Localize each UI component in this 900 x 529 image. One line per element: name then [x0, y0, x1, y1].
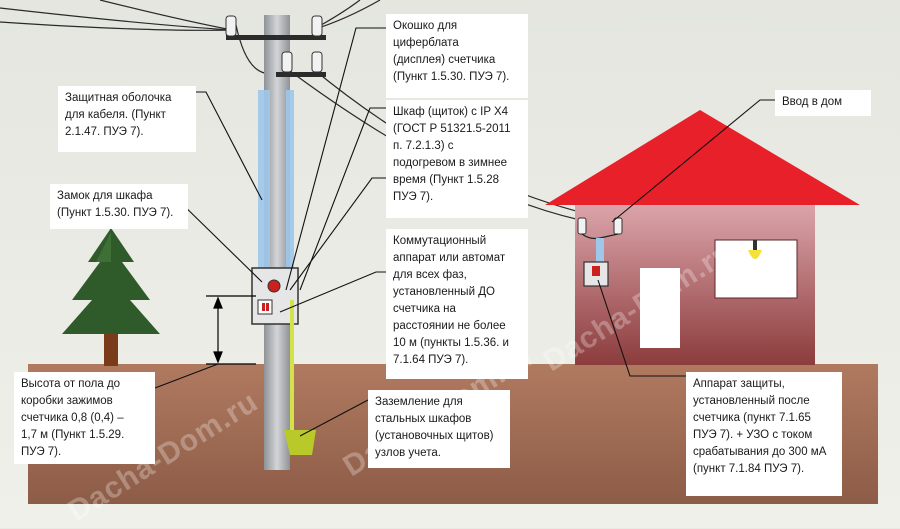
callout-cable-sheath: Защитная оболочка для кабеля. (Пункт 2.1…	[58, 86, 196, 152]
callout-cabinet-lock: Замок для шкафа (Пункт 1.5.30. ПУЭ 7).	[50, 184, 188, 229]
callout-grounding: Заземление для стальных шкафов (установо…	[368, 390, 510, 468]
callout-switch-device: Коммутационный аппарат или автомат для в…	[386, 229, 528, 379]
fir-tree	[62, 228, 160, 366]
callout-house-entry: Ввод в дом	[775, 90, 871, 116]
height-dimension	[206, 295, 256, 365]
callout-height: Высота от пола до коробки зажимов счетчи…	[14, 372, 155, 464]
callout-cabinet-ip: Шкаф (щиток) с IP X4 (ГОСТ Р 51321.5-201…	[386, 100, 528, 218]
callout-protection: Аппарат защиты, установленный после счет…	[686, 372, 842, 496]
house	[545, 110, 860, 365]
callout-display-window: Окошко для циферблата (дисплея) счетчика…	[386, 14, 528, 98]
